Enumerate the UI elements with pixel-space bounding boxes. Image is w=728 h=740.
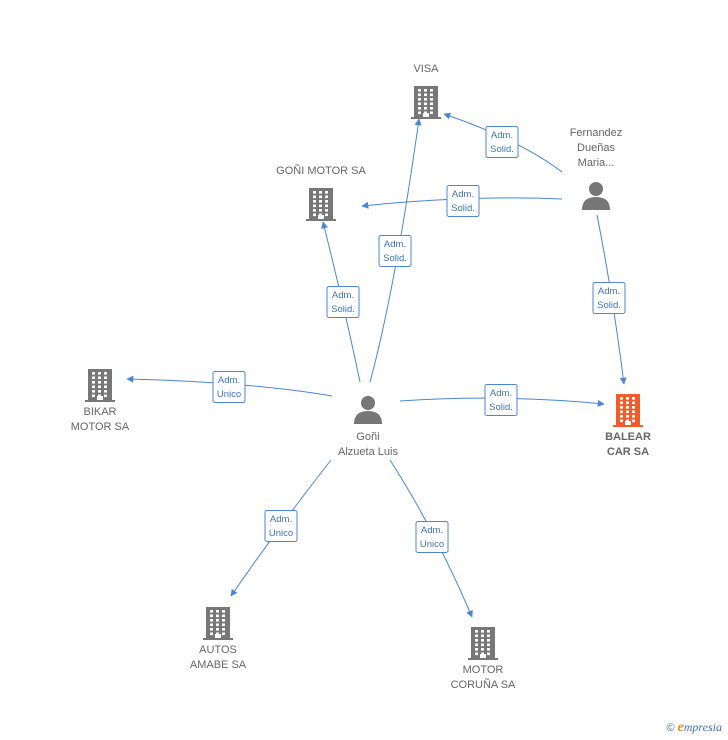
building-icon [203,607,233,640]
edge-label-box [212,371,246,403]
edge-label-text: Unico [217,389,241,400]
edge-label-text: Adm. [452,189,474,200]
edge-label-fernandez-to-balear[interactable]: Adm. Solid. [592,282,626,314]
edge-label-text: Unico [269,528,293,539]
edge-label-text: Solid. [451,203,475,214]
node-motorcoruna[interactable]: MOTOR CORUÑA SA [451,627,516,691]
building-icon [411,86,441,119]
edge-label-goni-to-motorcoruna[interactable]: Adm. Unico [415,521,449,553]
node-label: MOTOR [463,664,504,676]
edge-label-goni-to-balear[interactable]: Adm. Solid. [484,384,518,416]
edges-layer [126,112,627,618]
edge-label-box [264,510,298,542]
node-label: MOTOR SA [71,421,130,433]
edge-label-text: Adm. [384,239,406,250]
edge-label-text: Unico [420,539,444,550]
edge-label-text: Solid. [331,304,355,315]
edge-label-box [592,282,626,314]
building-icon [85,369,115,402]
edge-label-text: Adm. [332,290,354,301]
person-icon [582,182,610,210]
node-bikar[interactable]: BIKAR MOTOR SA [71,369,130,433]
node-autos[interactable]: AUTOS AMABE SA [190,607,247,671]
building-icon [613,394,643,427]
edge-label-text: Solid. [489,402,513,413]
edge-label-box [326,286,360,318]
node-label: Maria... [578,157,615,169]
edge-label-goni-to-autos[interactable]: Adm. Unico [264,510,298,542]
edge-label-box [446,185,480,217]
nodes-layer: VISA GOÑI MOTOR SA FernandezDueñasMaria...… [71,63,651,691]
node-label: CAR SA [607,446,649,458]
edge-label-text: Adm. [218,375,240,386]
edge-label-box [485,126,519,158]
building-icon [468,627,498,660]
node-label: AMABE SA [190,659,247,671]
edge-label-fernandez-to-gonimotor[interactable]: Adm. Solid. [446,185,480,217]
node-fernandez[interactable]: FernandezDueñasMaria... [570,127,623,210]
edge-label-text: Solid. [383,253,407,264]
node-balear[interactable]: BALEAR CAR SA [605,394,651,458]
node-label: VISA [413,63,439,75]
edge-label-text: Solid. [597,300,621,311]
node-label: BALEAR [605,431,651,443]
edge-label-fernandez-to-visa[interactable]: Adm. Solid. [485,126,519,158]
edge-label-box [415,521,449,553]
node-label: Alzueta Luis [338,446,398,458]
person-icon [354,396,382,424]
edge-label-text: Adm. [598,286,620,297]
edge-label-text: Adm. [490,388,512,399]
edge-label-box [484,384,518,416]
node-label: Fernandez [570,127,623,139]
brand-logo: empresia [677,720,722,735]
edge-label-goni-to-visa[interactable]: Adm. Solid. [378,235,412,267]
edge-label-box [378,235,412,267]
node-visa[interactable]: VISA [411,63,441,119]
edge-labels-layer: Adm. Solid. Adm. Solid. Adm. Solid. Adm. Solid.… [212,126,626,553]
edge-label-goni-to-gonimotor[interactable]: Adm. Solid. [326,286,360,318]
node-label: Dueñas [577,142,615,154]
edge-goni-to-visa [369,118,422,383]
node-label: CORUÑA SA [451,678,516,691]
edge-label-text: Adm. [421,525,443,536]
node-label: GOÑI MOTOR SA [276,164,366,177]
node-gonimotor[interactable]: GOÑI MOTOR SA [276,164,366,221]
copyright-symbol: © [666,722,675,734]
footer-brand[interactable]: © empresia [666,720,722,736]
edge-label-text: Adm. [491,130,513,141]
node-label: Goñi [356,431,379,443]
edge-label-goni-to-bikar[interactable]: Adm. Unico [212,371,246,403]
edge-label-text: Solid. [490,144,514,155]
node-label: BIKAR [83,406,116,418]
edge-label-text: Adm. [270,514,292,525]
node-label: AUTOS [199,644,237,656]
building-icon [306,188,336,221]
